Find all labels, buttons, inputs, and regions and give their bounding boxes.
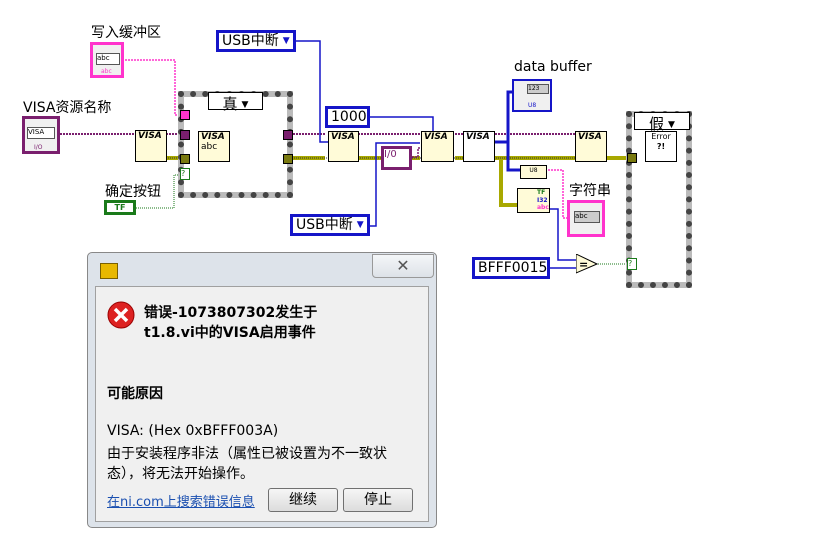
i32-terminal: I32: [537, 197, 548, 204]
io-type-tag: I/O: [34, 144, 43, 151]
visa-tunnel-out: [283, 130, 293, 140]
abc-terminal: abc: [537, 204, 549, 211]
numeric-display: 123: [527, 84, 549, 94]
labview-icon: [100, 263, 118, 279]
equal-sign: =: [579, 258, 588, 271]
error-icon: [107, 301, 135, 329]
tf-terminal: TF: [537, 189, 546, 196]
error-tunnel-in: [627, 153, 637, 163]
node-visa-text: VISA: [201, 132, 225, 142]
error-title-line2: t1.8.vi中的VISA启用事件: [144, 325, 316, 341]
abc-type-tag: abc: [101, 68, 112, 75]
node-visa-text: VISA: [331, 132, 355, 142]
write-buffer-label: 写入缓冲区: [91, 25, 161, 41]
string-tunnel: [180, 110, 190, 120]
simple-error-handler-node[interactable]: Error ?!: [645, 131, 677, 162]
visa-tunnel-in: [180, 130, 190, 140]
chevron-down-icon: ▼: [356, 220, 364, 230]
abc-text: abc: [574, 211, 600, 223]
case-selector-false[interactable]: 假▼: [634, 112, 690, 133]
error-tunnel-in: [180, 154, 190, 164]
case-structure-true[interactable]: [178, 91, 293, 198]
search-ni-link[interactable]: 在ni.com上搜索错误信息: [107, 495, 255, 510]
chevron-down-icon: ▼: [282, 36, 290, 46]
confirm-boolean-control[interactable]: TF: [104, 200, 136, 215]
visa-resource-control[interactable]: VISA I/O: [22, 116, 60, 154]
u8-type-tag: U8: [528, 102, 537, 109]
dialog-body: 错误-1073807302发生于 t1.8.vi中的VISA启用事件 可能原因 …: [95, 286, 429, 522]
stop-button[interactable]: 停止: [343, 488, 413, 512]
visa-enable-event-node[interactable]: VISA: [328, 131, 359, 162]
visa-text: VISA: [27, 127, 55, 139]
case-selector-true[interactable]: 真▼: [208, 92, 263, 113]
possible-cause-heading: 可能原因: [107, 386, 163, 402]
hex-code-constant[interactable]: BFFF0015: [472, 257, 550, 279]
data-buffer-label: data buffer: [514, 59, 592, 75]
error-mark: ?!: [656, 142, 666, 151]
visa-wait-on-event-node[interactable]: VISA: [421, 131, 454, 162]
chevron-down-icon: ▼: [668, 119, 675, 130]
node-visa-text: VISA: [466, 132, 490, 142]
detail-line-3: 态），将无法开始操作。: [107, 466, 254, 482]
chevron-down-icon: ▼: [241, 99, 249, 110]
error-dialog: ✕ 错误-1073807302发生于 t1.8.vi中的VISA启用事件 可能原…: [87, 252, 437, 528]
write-buffer-control[interactable]: abc abc: [90, 42, 124, 78]
io-constant[interactable]: I/0: [381, 146, 412, 170]
visa-clear-node[interactable]: VISA: [135, 130, 167, 162]
usb-interrupt-constant-top[interactable]: USB中断▼: [216, 30, 296, 52]
timeout-constant[interactable]: 1000: [325, 106, 370, 128]
detail-line-1: VISA: (Hex 0xBFFF003A): [107, 423, 279, 439]
confirm-button-label: 确定按钮: [105, 184, 161, 200]
detail-line-2: 由于安装程序非法（属性已被设置为不一致状: [107, 446, 387, 462]
node-visa-text: VISA: [424, 132, 448, 142]
visa-usb-node[interactable]: VISA: [463, 131, 495, 162]
node-visa-text: VISA: [138, 131, 162, 141]
visa-close-node[interactable]: VISA: [575, 131, 607, 162]
node-abc-text: abc: [201, 142, 218, 152]
string-label: 字符串: [569, 183, 611, 199]
error-text: Error: [651, 132, 671, 141]
error-tunnel-out: [283, 154, 293, 164]
case-selector-value: 真: [222, 95, 238, 113]
error-title-line1: 错误-1073807302发生于: [144, 305, 318, 321]
usb-interrupt-value: USB中断: [222, 33, 279, 49]
node-visa-text: VISA: [578, 132, 602, 142]
usb-interrupt-value: USB中断: [296, 217, 353, 233]
continue-button[interactable]: 继续: [268, 488, 338, 512]
numeric-wire: [295, 40, 576, 269]
unbundle-error-node[interactable]: TF I32 abc: [517, 188, 550, 213]
visa-resource-name-label: VISA资源名称: [23, 100, 112, 116]
usb-interrupt-constant-bottom[interactable]: USB中断▼: [290, 214, 370, 236]
byte-array-to-string-node[interactable]: U8: [520, 165, 547, 179]
visa-write-node[interactable]: VISA abc: [198, 131, 230, 162]
abc-text: abc: [96, 53, 120, 65]
case-selector-terminal: ?: [180, 168, 190, 180]
equal-node[interactable]: =: [576, 254, 598, 274]
case-selector-value: 假: [649, 115, 665, 133]
data-buffer-indicator: 123 U8: [512, 79, 552, 112]
io-constant-value: I/0: [384, 149, 397, 160]
string-indicator: abc: [567, 200, 605, 237]
case-selector-terminal: ?: [627, 258, 637, 270]
dialog-close-button[interactable]: ✕: [372, 254, 434, 278]
